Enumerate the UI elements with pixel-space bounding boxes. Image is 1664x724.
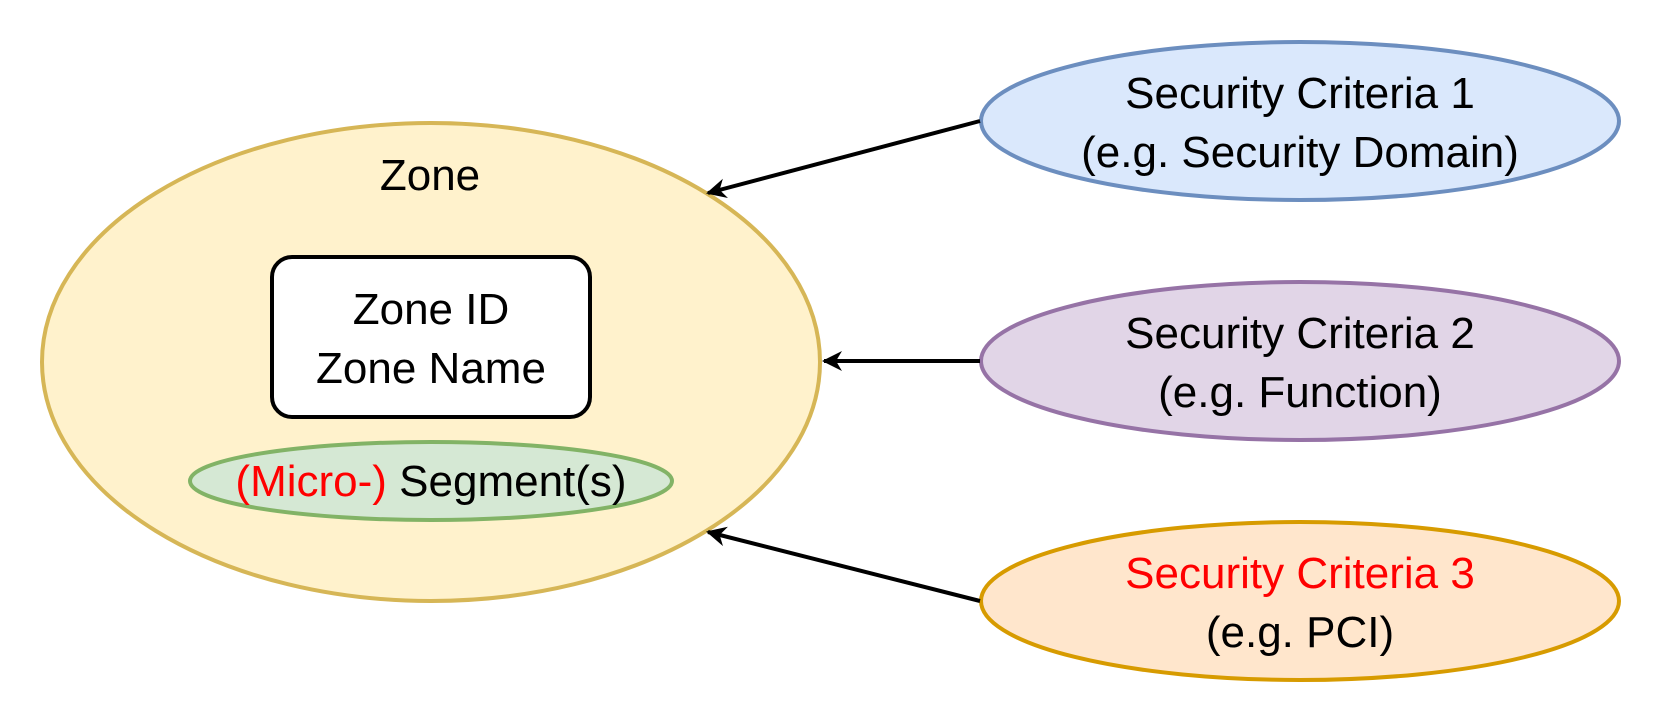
arrow-criteria-3-to-zone bbox=[706, 526, 981, 603]
segment-ellipse bbox=[188, 440, 674, 522]
zone-group: Zone Zone ID Zone Name (Micro-) Segment(… bbox=[40, 121, 822, 603]
criteria-1-ellipse bbox=[979, 40, 1621, 202]
criteria-1-example: (e.g. Security Domain) bbox=[1081, 128, 1519, 177]
criteria-2-node: Security Criteria 2 (e.g. Function) bbox=[979, 280, 1621, 442]
segment-prefix: (Micro-) bbox=[235, 457, 387, 506]
zone-title: Zone bbox=[380, 151, 480, 200]
zone-id-box bbox=[270, 255, 592, 419]
criteria-3-title: Security Criteria 3 bbox=[1125, 549, 1475, 598]
criteria-1-title: Security Criteria 1 bbox=[1125, 69, 1475, 118]
criteria-3-example: (e.g. PCI) bbox=[1206, 608, 1394, 657]
criteria-2-example: (e.g. Function) bbox=[1158, 368, 1442, 417]
criteria-3-ellipse bbox=[979, 520, 1621, 682]
criteria-2-title: Security Criteria 2 bbox=[1125, 309, 1475, 358]
segment-suffix: Segment(s) bbox=[387, 457, 627, 506]
arrow-criteria-1-to-zone bbox=[706, 119, 981, 199]
criteria-1-node: Security Criteria 1 (e.g. Security Domai… bbox=[979, 40, 1621, 202]
criteria-3-node: Security Criteria 3 (e.g. PCI) bbox=[979, 520, 1621, 682]
zone-id-label: Zone ID bbox=[353, 285, 510, 334]
segment-label: (Micro-) Segment(s) bbox=[235, 457, 626, 506]
zone-name-label: Zone Name bbox=[316, 344, 546, 393]
criteria-2-ellipse bbox=[979, 280, 1621, 442]
